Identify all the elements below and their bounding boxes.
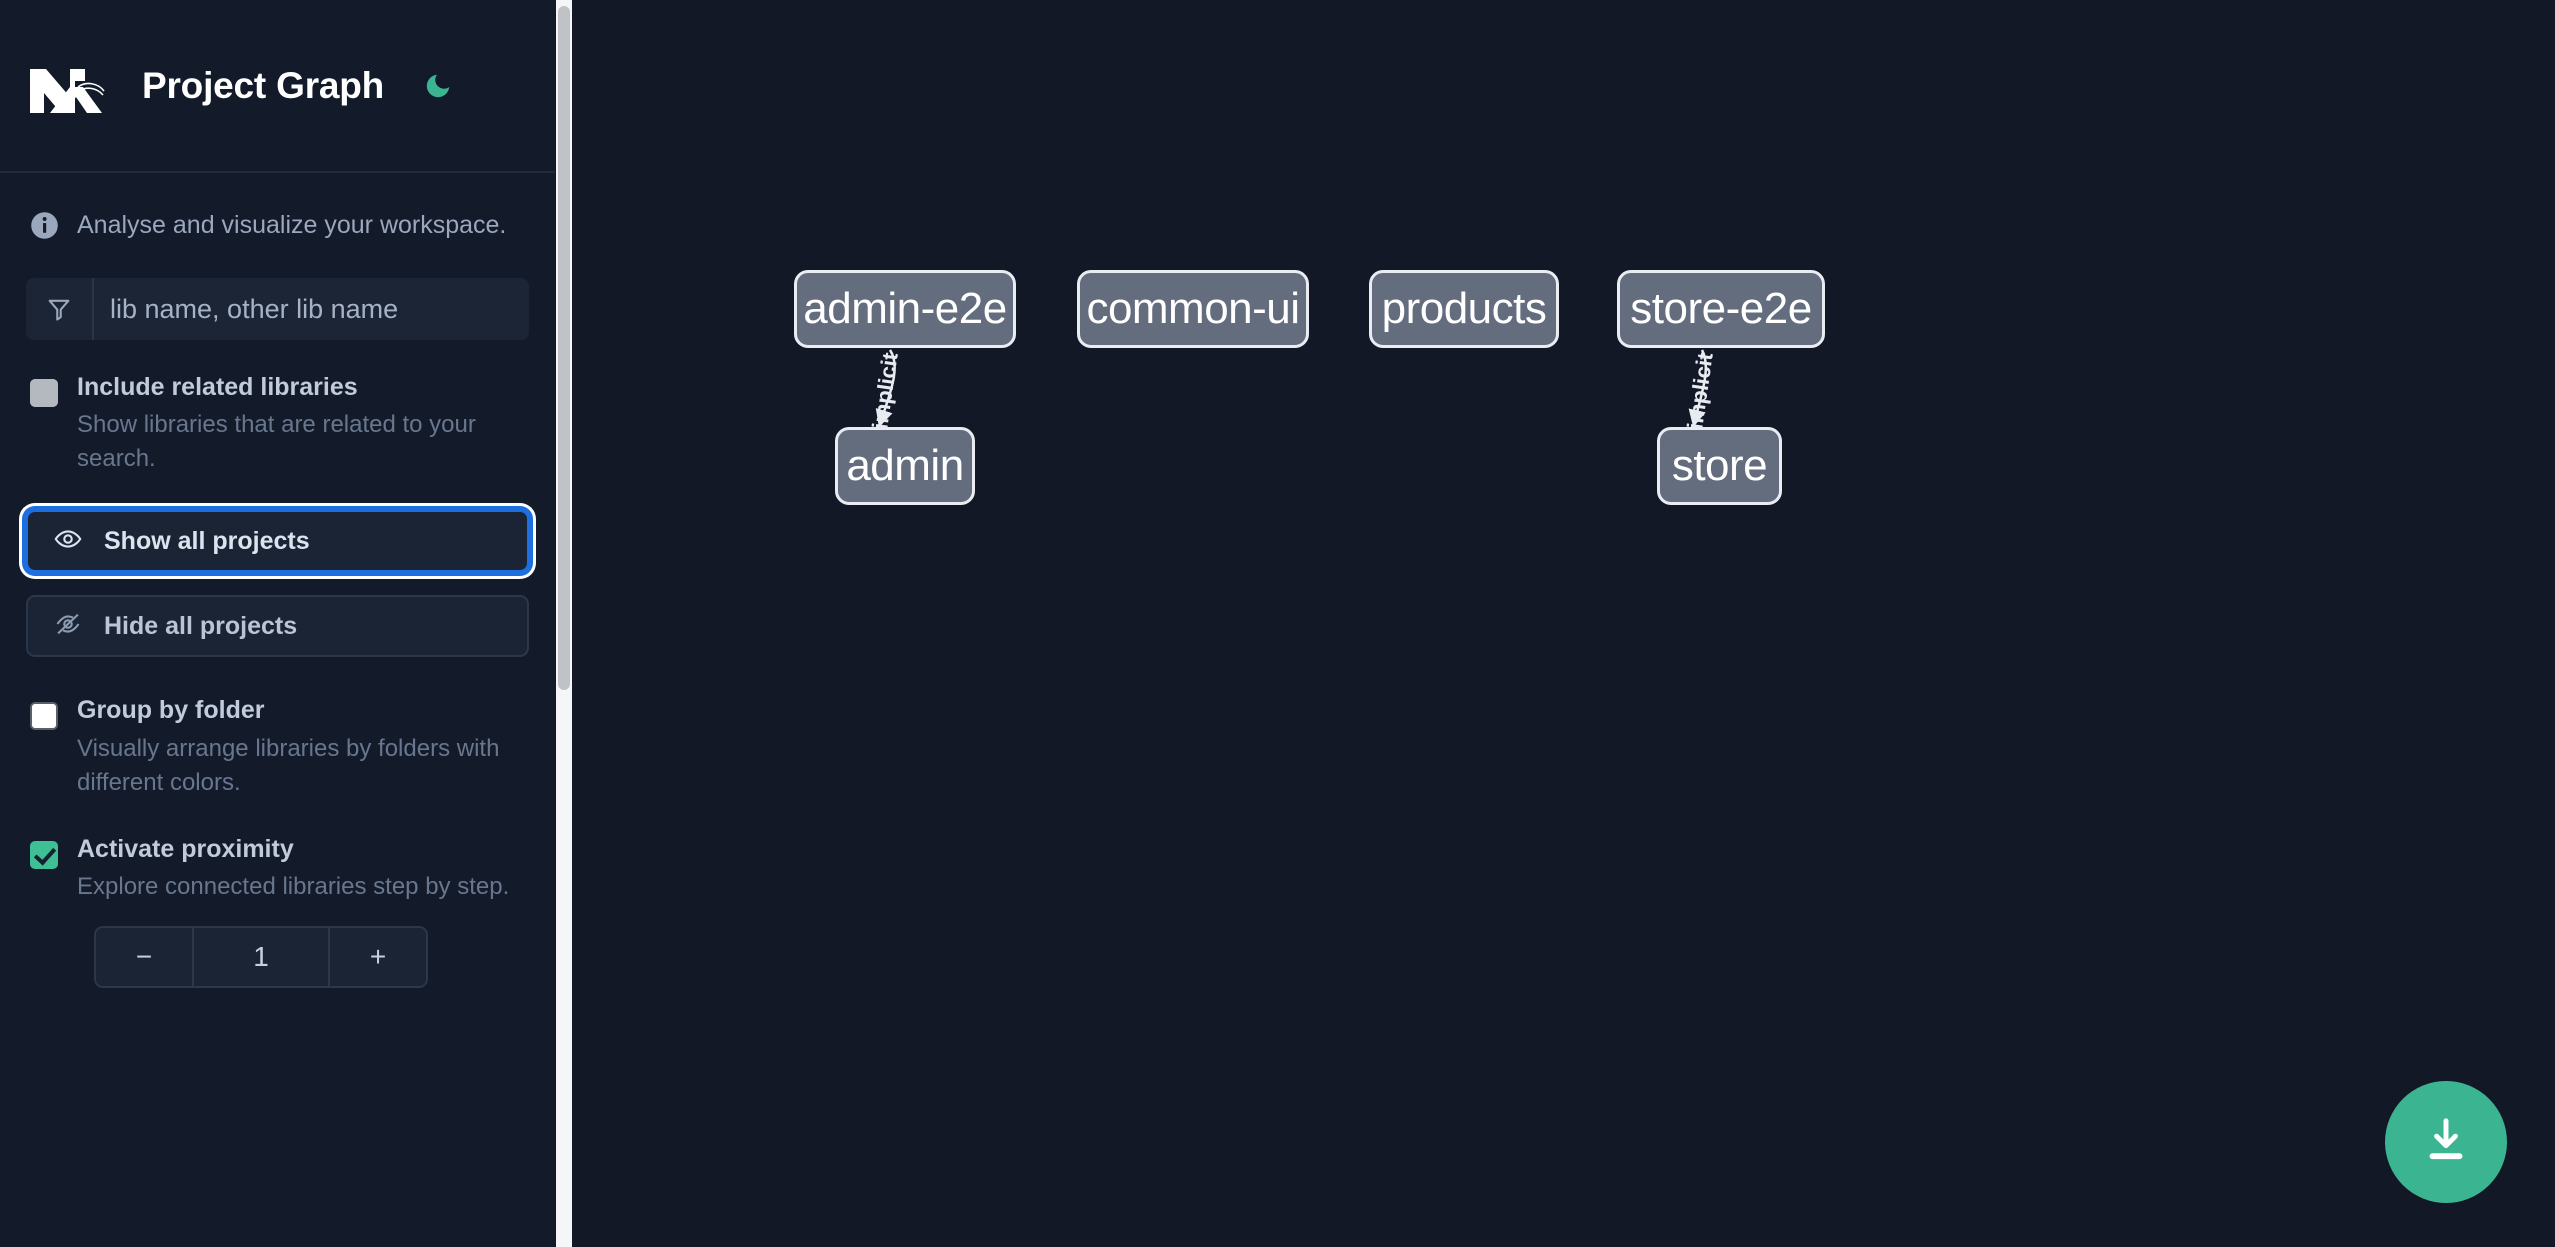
graph-node-admin[interactable]: admin bbox=[835, 427, 975, 505]
graph-canvas[interactable]: admin-e2e common-ui products store-e2e a… bbox=[572, 0, 2555, 1247]
include-related-libraries-option[interactable]: Include related libraries Show libraries… bbox=[26, 372, 529, 476]
workspace-info-text: Analyse and visualize your workspace. bbox=[77, 211, 507, 239]
include-related-libraries-checkbox[interactable] bbox=[30, 379, 58, 407]
sidebar-scrollbar-thumb[interactable] bbox=[558, 6, 570, 690]
filter-icon bbox=[26, 278, 94, 340]
proximity-increment-button[interactable]: + bbox=[328, 928, 426, 987]
info-icon bbox=[30, 211, 59, 240]
download-graph-button[interactable] bbox=[2385, 1081, 2507, 1203]
activate-proximity-description: Explore connected libraries step by step… bbox=[77, 873, 510, 901]
show-all-projects-label: Show all projects bbox=[104, 526, 310, 555]
activate-proximity-checkbox[interactable] bbox=[30, 840, 58, 869]
include-related-libraries-description: Show libraries that are related to your … bbox=[77, 411, 476, 473]
sidebar-header: Project Graph bbox=[0, 0, 555, 173]
graph-node-admin-e2e[interactable]: admin-e2e bbox=[794, 270, 1016, 348]
search-box[interactable] bbox=[26, 278, 529, 340]
graph-node-store-e2e[interactable]: store-e2e bbox=[1617, 270, 1825, 348]
workspace-info: Analyse and visualize your workspace. bbox=[26, 173, 529, 278]
graph-node-products[interactable]: products bbox=[1369, 270, 1559, 348]
include-related-libraries-label: Include related libraries bbox=[77, 373, 358, 401]
edge-label-admin-implicit: implicit bbox=[867, 351, 903, 431]
edge-label-store-implicit: implicit bbox=[1682, 351, 1718, 431]
sidebar-body: Analyse and visualize your workspace. In… bbox=[0, 173, 555, 989]
group-by-folder-label: Group by folder bbox=[77, 696, 265, 725]
group-by-folder-option[interactable]: Group by folder Visually arrange librari… bbox=[26, 695, 529, 799]
proximity-decrement-button[interactable]: − bbox=[96, 928, 194, 987]
nx-logo-icon bbox=[26, 57, 114, 115]
graph-node-label: store bbox=[1671, 441, 1768, 490]
graph-node-label: store-e2e bbox=[1630, 284, 1812, 333]
show-all-projects-button[interactable]: Show all projects bbox=[26, 510, 529, 573]
graph-node-label: common-ui bbox=[1086, 284, 1300, 333]
eye-off-icon bbox=[54, 610, 82, 643]
activate-proximity-label: Activate proximity bbox=[77, 834, 294, 863]
activate-proximity-option[interactable]: Activate proximity Explore connected lib… bbox=[26, 834, 529, 904]
group-by-folder-checkbox[interactable] bbox=[30, 702, 58, 731]
moon-icon[interactable] bbox=[416, 64, 460, 108]
graph-node-label: admin-e2e bbox=[803, 284, 1007, 333]
graph-node-store[interactable]: store bbox=[1657, 427, 1782, 505]
graph-edges bbox=[875, 349, 1707, 428]
proximity-value: 1 bbox=[194, 928, 328, 987]
group-by-folder-description: Visually arrange libraries by folders wi… bbox=[77, 734, 500, 796]
search-input[interactable] bbox=[94, 278, 529, 340]
hide-all-projects-label: Hide all projects bbox=[104, 611, 298, 640]
graph-node-label: admin bbox=[846, 441, 964, 490]
download-icon bbox=[2419, 1113, 2473, 1172]
graph-node-label: products bbox=[1381, 284, 1547, 333]
hide-all-projects-button[interactable]: Hide all projects bbox=[26, 595, 529, 658]
proximity-stepper[interactable]: − 1 + bbox=[94, 926, 428, 989]
graph-node-common-ui[interactable]: common-ui bbox=[1077, 270, 1309, 348]
eye-icon bbox=[54, 525, 82, 558]
sidebar: Project Graph Analyse and visualize your… bbox=[0, 0, 555, 1247]
page-title: Project Graph bbox=[142, 64, 385, 106]
